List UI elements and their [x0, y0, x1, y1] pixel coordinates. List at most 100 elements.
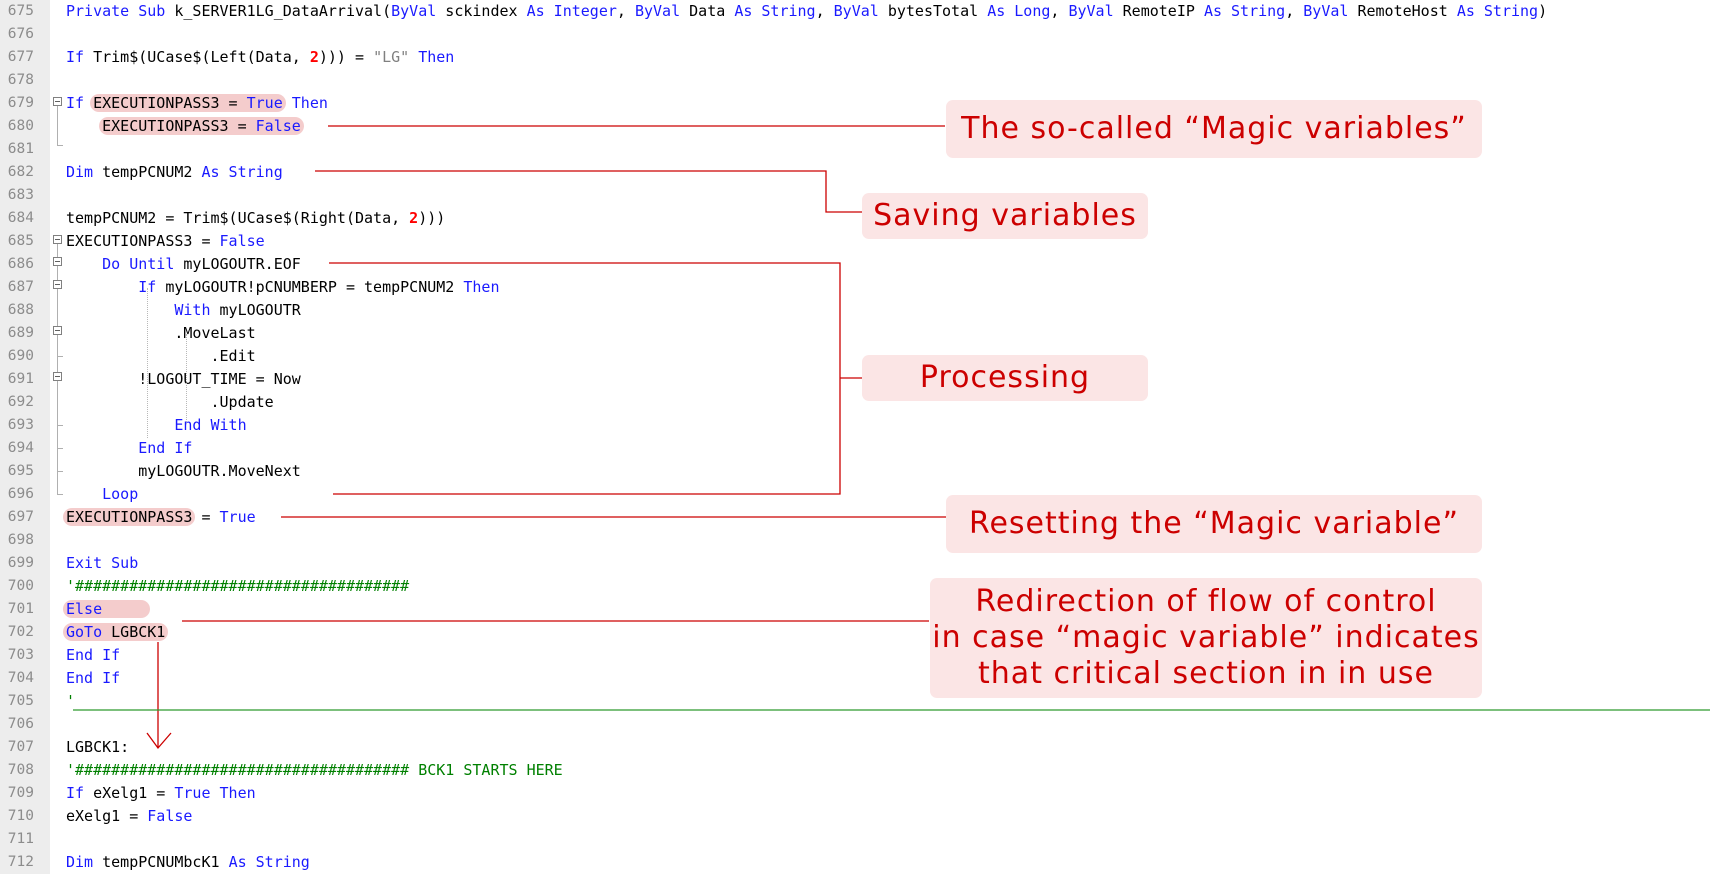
code-line[interactable]: 682 Dim tempPCNUM2 As String — [0, 161, 1710, 184]
code-line[interactable]: 689 .MoveLast — [0, 322, 1710, 345]
code-text[interactable]: myLOGOUTR.MoveNext — [66, 462, 301, 480]
code-line[interactable]: 698 — [0, 529, 1710, 552]
code-line[interactable]: 681 — [0, 138, 1710, 161]
code-line[interactable]: 711 — [0, 828, 1710, 851]
fold-toggle-icon[interactable] — [53, 97, 62, 106]
line-number: 697 — [7, 509, 34, 525]
code-line[interactable]: 707 LGBCK1: — [0, 736, 1710, 759]
code-line[interactable]: 687 If myLOGOUTR!pCNUMBERP = tempPCNUM2 … — [0, 276, 1710, 299]
code-line[interactable]: 692 .Update — [0, 391, 1710, 414]
code-line[interactable]: 700'####################################… — [0, 575, 1710, 598]
callout-processing-text: Processing — [919, 360, 1091, 395]
line-number: 696 — [7, 486, 34, 502]
code-text[interactable]: End If — [66, 646, 121, 664]
code-line[interactable]: 680 EXECUTIONPASS3 = False — [0, 115, 1710, 138]
code-text[interactable]: .Edit — [66, 347, 256, 365]
fold-end — [57, 356, 63, 357]
code-line[interactable]: 683 — [0, 184, 1710, 207]
code-text[interactable]: If eXelg1 = True Then — [66, 784, 256, 802]
line-number: 711 — [7, 831, 34, 847]
code-line[interactable]: 676 — [0, 23, 1710, 46]
code-line[interactable]: 696 Loop — [0, 483, 1710, 506]
code-text[interactable]: '##################################### B… — [66, 761, 563, 779]
fold-toggle-icon[interactable] — [53, 235, 62, 244]
code-text[interactable]: Do Until myLOGOUTR.EOF — [102, 255, 301, 273]
line-number: 705 — [7, 693, 34, 709]
code-text[interactable]: If EXECUTIONPASS3 = True Then — [66, 94, 328, 112]
callout-redirect-line-3: that critical section in in use — [978, 656, 1434, 691]
code-text[interactable]: If myLOGOUTR!pCNUMBERP = tempPCNUM2 Then — [138, 278, 500, 296]
code-line[interactable]: 691 !LOGOUT_TIME = Now — [0, 368, 1710, 391]
code-line[interactable]: 686 Do Until myLOGOUTR.EOF — [0, 253, 1710, 276]
code-text[interactable]: EXECUTIONPASS3 = False — [66, 115, 304, 138]
line-number: 699 — [7, 555, 34, 571]
code-line[interactable]: 684 tempPCNUM2 = Trim$(UCase$(Right(Data,… — [0, 207, 1710, 230]
code-text[interactable]: Exit Sub — [66, 554, 139, 572]
code-text[interactable]: Loop — [102, 485, 139, 503]
code-text[interactable]: Dim tempPCNUMbcK1 As String — [66, 853, 310, 871]
code-text[interactable]: GoTo LGBCK1 — [63, 621, 169, 644]
code-text[interactable]: Private Sub k_SERVER1LG_DataArrival(ByVa… — [66, 2, 1548, 20]
line-number: 680 — [7, 118, 34, 134]
code-text[interactable]: .Update — [66, 393, 274, 411]
code-text[interactable]: End With — [174, 416, 247, 434]
code-text[interactable]: .MoveLast — [66, 324, 256, 342]
line-number: 698 — [7, 532, 34, 548]
code-line[interactable]: 695 myLOGOUTR.MoveNext — [0, 460, 1710, 483]
fold-end — [57, 145, 63, 146]
code-text[interactable]: eXelg1 = False — [66, 807, 193, 825]
callout-resetting: Resetting the “Magic variable” — [946, 495, 1482, 553]
code-line[interactable]: 708'####################################… — [0, 759, 1710, 782]
callout-redirect-line-1: Redirection of flow of control — [975, 584, 1437, 619]
code-text[interactable]: Dim tempPCNUM2 As String — [66, 163, 283, 181]
code-text[interactable]: tempPCNUM2 = Trim$(UCase$(Right(Data, 2)… — [66, 209, 446, 227]
code-line[interactable]: 697 EXECUTIONPASS3 = True — [0, 506, 1710, 529]
code-line[interactable]: 705 ' — [0, 690, 1710, 713]
code-line[interactable]: 678 — [0, 69, 1710, 92]
fold-line — [57, 106, 58, 145]
code-text[interactable]: LGBCK1: — [66, 738, 130, 756]
code-line[interactable]: 699 Exit Sub — [0, 552, 1710, 575]
line-number: 707 — [7, 739, 34, 755]
code-text[interactable]: EXECUTIONPASS3 = False — [66, 232, 265, 250]
code-text[interactable]: ' — [66, 692, 76, 710]
fold-line — [57, 244, 58, 494]
code-text[interactable]: If Trim$(UCase$(Left(Data, 2))) = "LG" T… — [66, 48, 455, 66]
code-text[interactable]: Else — [63, 598, 151, 621]
fold-end — [57, 471, 63, 472]
code-text[interactable]: '##################################### — [66, 577, 410, 595]
code-line[interactable]: 688 With myLOGOUTR — [0, 299, 1710, 322]
fold-toggle-icon[interactable] — [53, 280, 62, 289]
line-number: 695 — [7, 463, 34, 479]
line-number: 682 — [7, 164, 34, 180]
line-number: 684 — [7, 210, 34, 226]
code-text[interactable]: !LOGOUT_TIME = Now — [66, 370, 301, 388]
fold-toggle-icon[interactable] — [53, 326, 62, 335]
code-text[interactable]: EXECUTIONPASS3 = True — [63, 506, 256, 529]
fold-toggle-icon[interactable] — [53, 372, 62, 381]
line-number: 676 — [7, 26, 34, 42]
code-text[interactable]: End If — [66, 669, 121, 687]
code-text[interactable]: End If — [138, 439, 193, 457]
code-line[interactable]: 693 End With — [0, 414, 1710, 437]
line-number: 689 — [7, 325, 34, 341]
code-line[interactable]: 690 .Edit — [0, 345, 1710, 368]
fold-toggle-icon[interactable] — [53, 257, 62, 266]
line-number: 693 — [7, 417, 34, 433]
line-number: 690 — [7, 348, 34, 364]
code-line[interactable]: 694 End If — [0, 437, 1710, 460]
code-text[interactable]: With myLOGOUTR — [174, 301, 301, 319]
code-line[interactable]: 706 — [0, 713, 1710, 736]
